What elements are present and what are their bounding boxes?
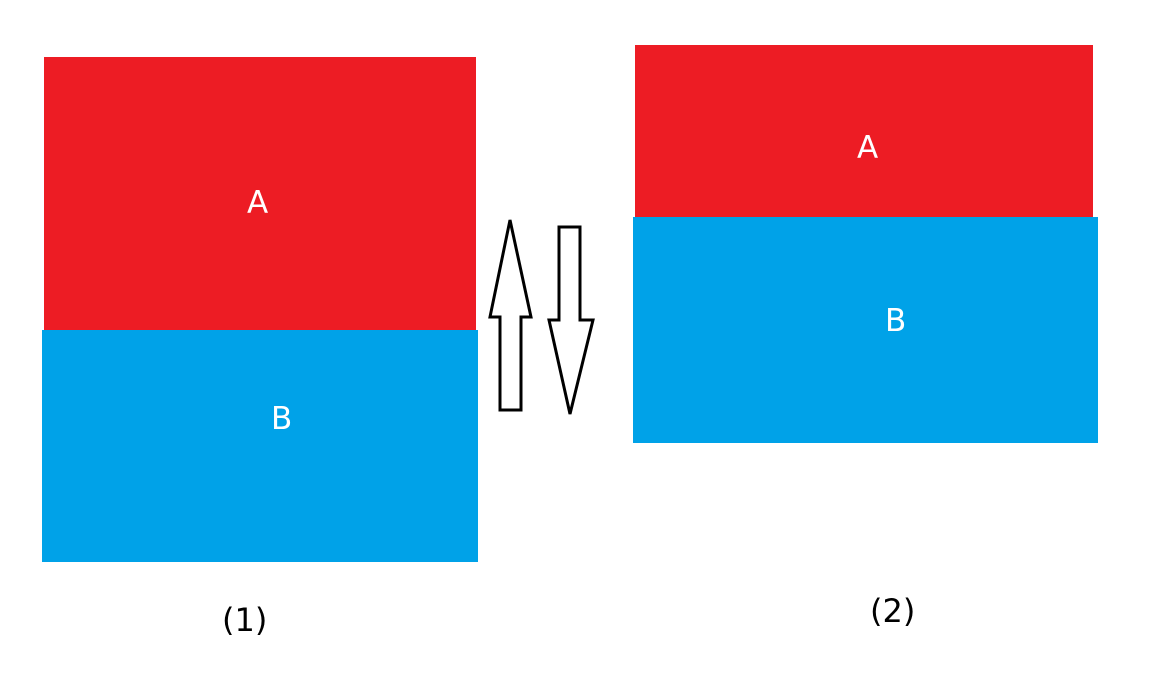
panel-1-block-a-label: A <box>247 185 269 221</box>
panel-1-caption: (1) <box>222 601 268 639</box>
panel-2-caption: (2) <box>870 592 916 630</box>
panel-1-block-b-label: B <box>271 401 293 437</box>
panel-2-block-b-label: B <box>885 303 907 339</box>
arrow-up-icon <box>488 219 533 412</box>
arrow-down-icon <box>547 225 595 415</box>
panel-1-block-a: A <box>44 57 476 331</box>
panel-2-block-a-label: A <box>857 130 879 166</box>
panel-1-block-b: B <box>42 330 478 562</box>
panel-2-block-a: A <box>635 45 1093 218</box>
panel-2-block-b: B <box>633 217 1098 443</box>
